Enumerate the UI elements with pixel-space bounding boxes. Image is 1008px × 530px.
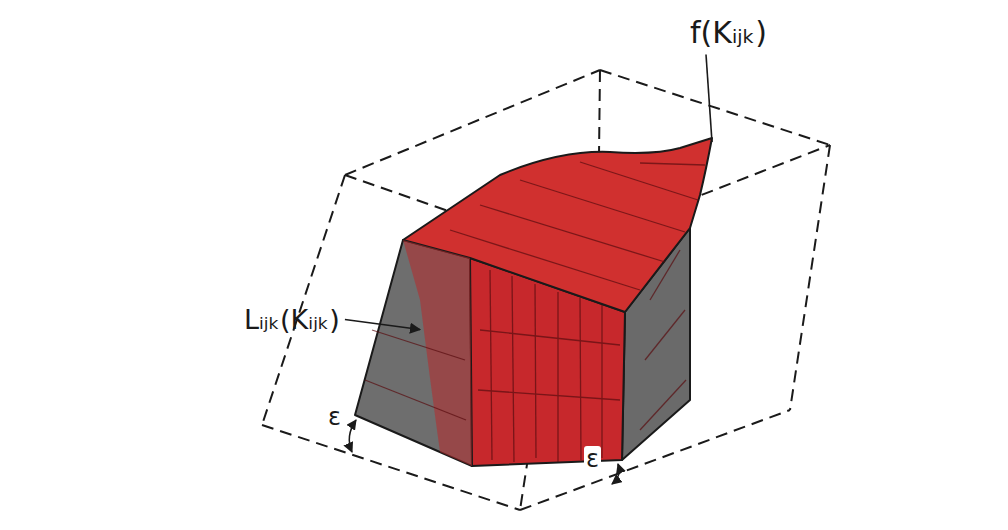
red-shading — [403, 240, 472, 466]
gap-arrow — [612, 464, 619, 484]
epsilon-cube — [262, 70, 830, 510]
function-label: f(Kᵢⱼₖ) — [690, 16, 767, 51]
leader-line — [345, 320, 420, 330]
inner-box — [355, 138, 712, 466]
leader-line — [706, 55, 712, 143]
gap-arrow — [349, 420, 356, 452]
hatching — [365, 162, 705, 462]
epsilon-label: ε — [326, 404, 343, 432]
face-label: Lᵢⱼₖ(Kᵢⱼₖ) — [244, 304, 340, 335]
epsilon-label: ε — [584, 446, 601, 474]
